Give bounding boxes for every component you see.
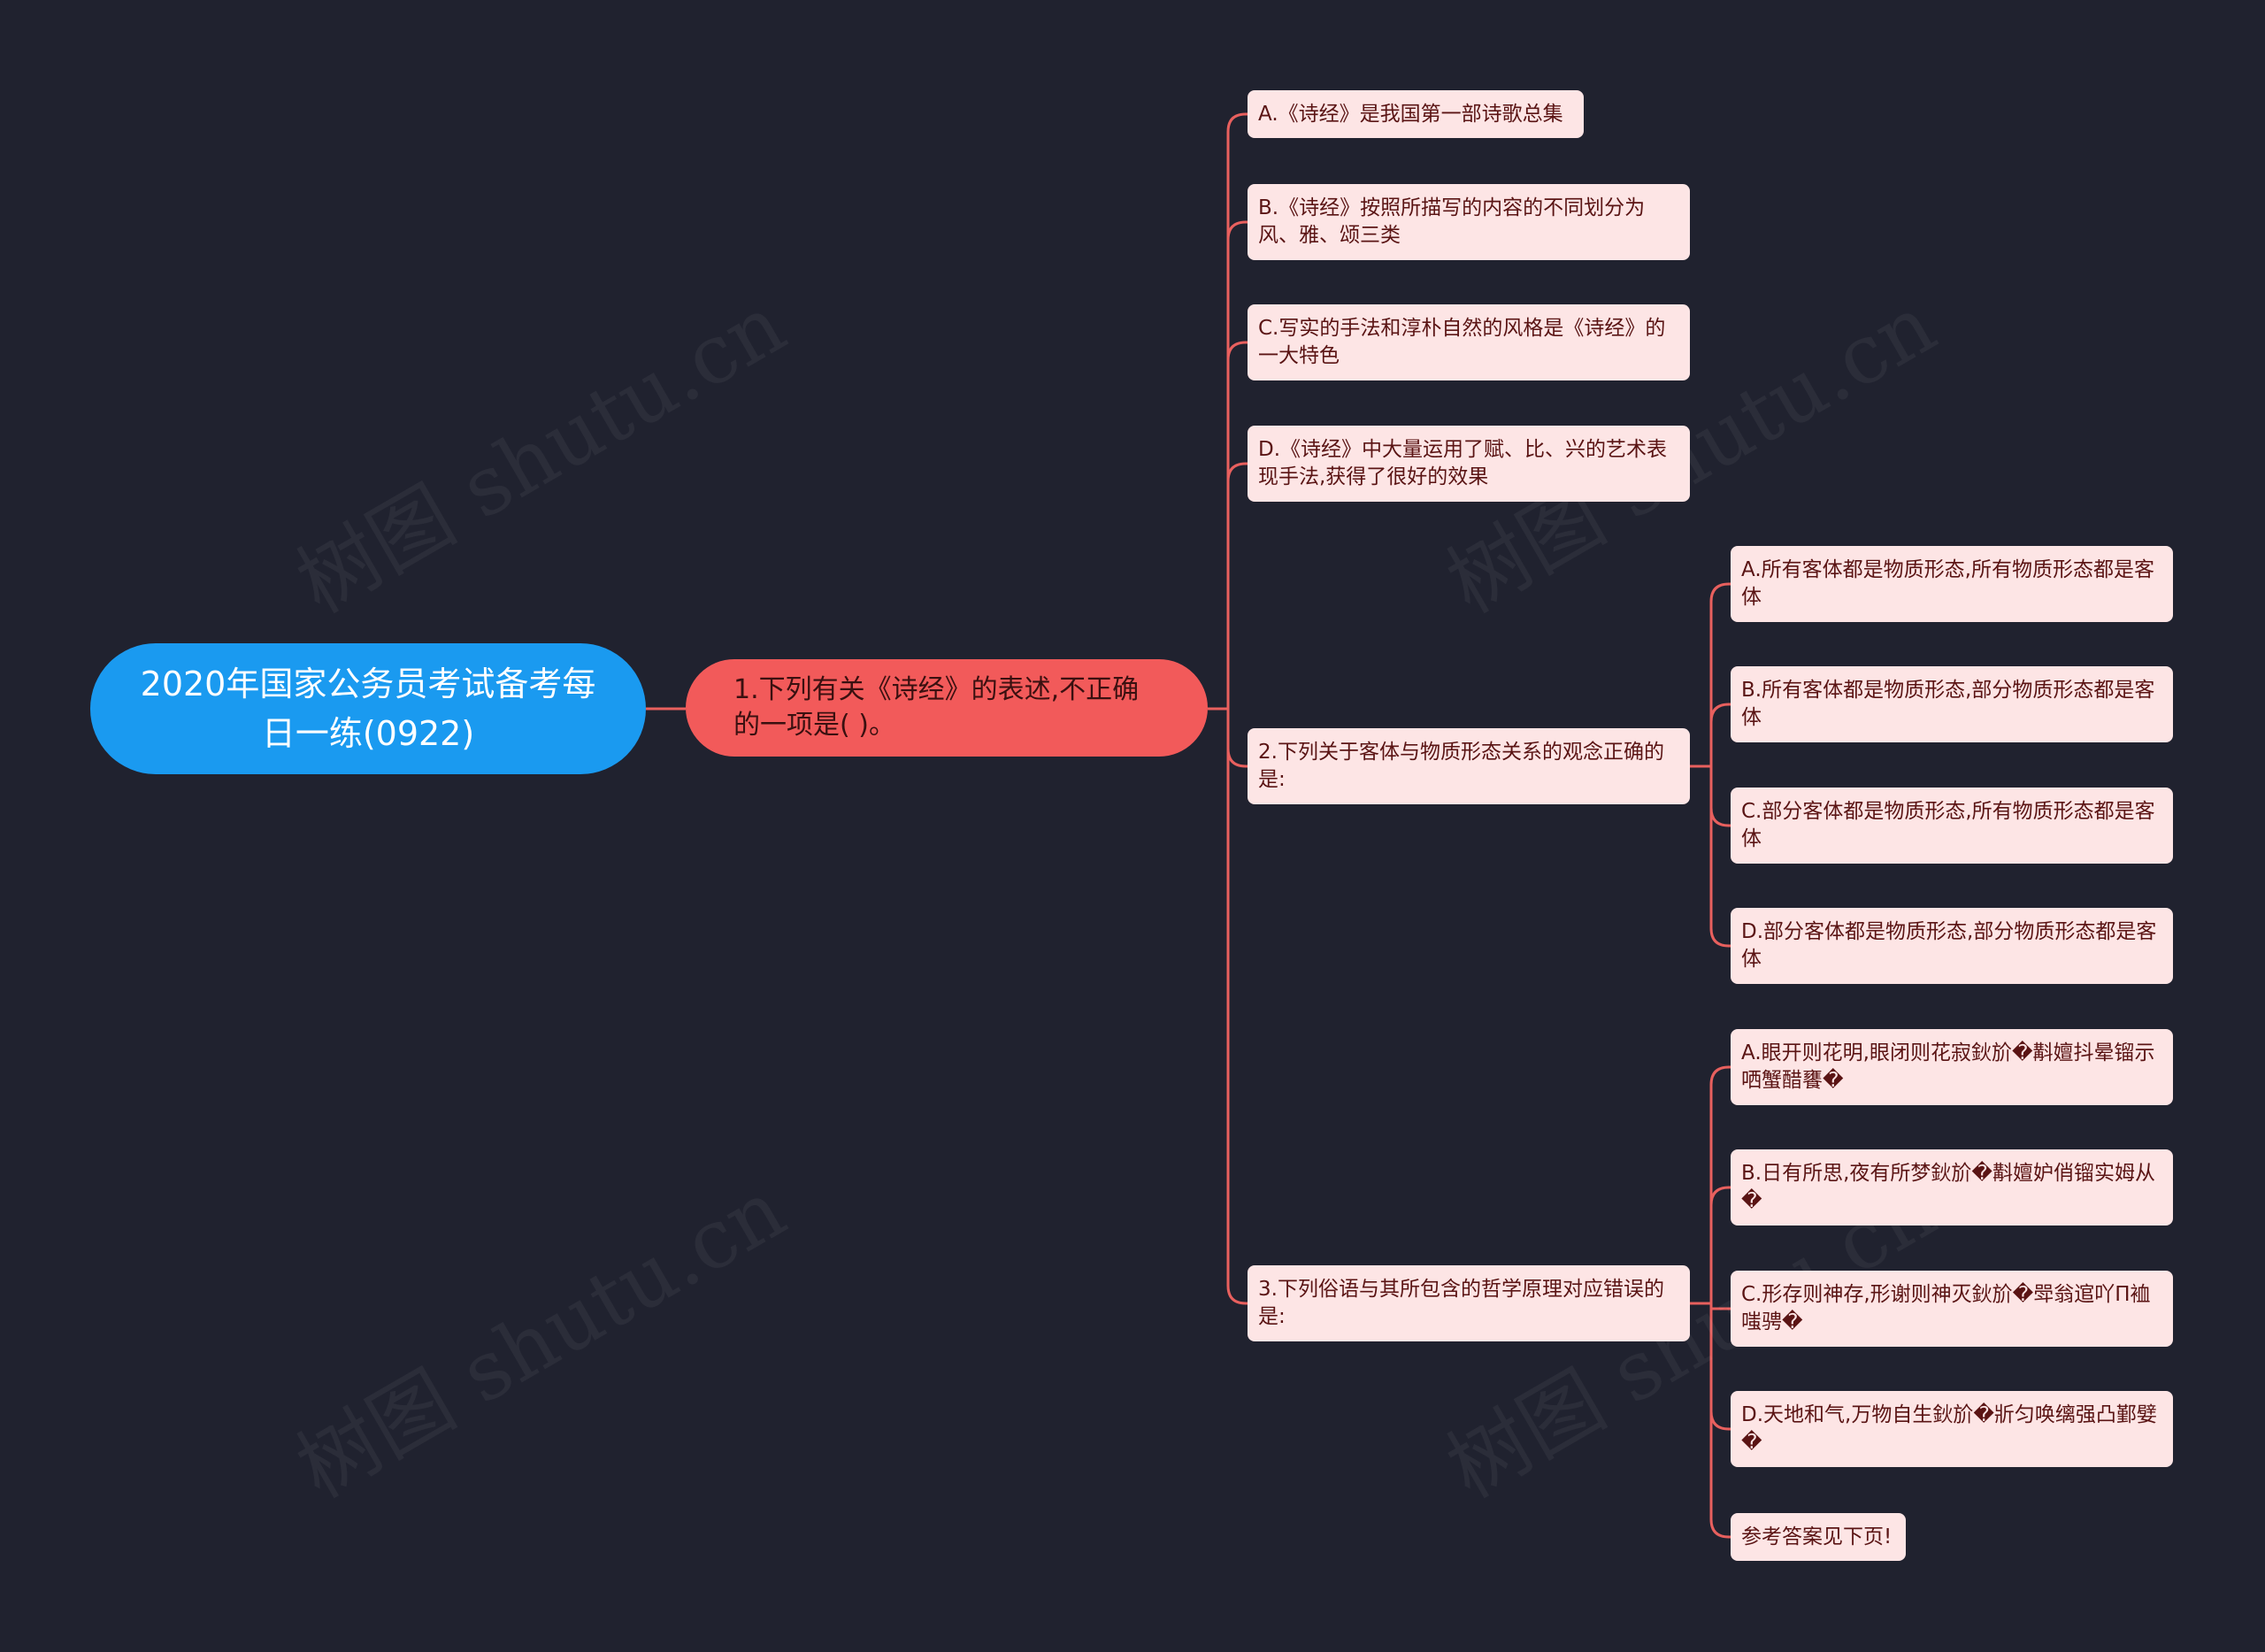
connector-q3-child-2 [1709,1303,1731,1310]
question-2-label: 2.下列关于客体与物质形态关系的观念正确的是: [1258,741,1664,791]
connector-q2-child-3 [1709,766,1731,948]
connector-q3-child-1 [1709,1186,1731,1303]
q2-option-c-text: C.部分客体都是物质形态,所有物质形态都是客体 [1741,800,2155,850]
q2-option-b[interactable]: B.所有客体都是物质形态,部分物质形态都是客体 [1731,666,2173,742]
root-node[interactable]: 2020年国家公务员考试备考每日一练(0922) [90,643,646,774]
q3-option-b[interactable]: B.日有所思,夜有所梦鈥斺�斠嬗妒俏镏实姆从� [1731,1149,2173,1226]
connector-q1-child-0 [1226,112,1248,709]
q3-option-c-text: C.形存则神存,形谢则神灭鈥斺�斝翁逭吖П裇嗤骋� [1741,1283,2151,1333]
q3-option-d[interactable]: D.天地和气,万物自生鈥斺�斨匀唤缡强凸鄞嬖� [1731,1391,2173,1467]
connector-q3-child-0 [1709,1065,1731,1303]
question-2-node[interactable]: 2.下列关于客体与物质形态关系的观念正确的是: [1248,728,1690,804]
q1-option-a[interactable]: A.《诗经》是我国第一部诗歌总集 [1248,90,1584,138]
root-title: 2020年国家公务员考试备考每日一练(0922) [140,665,596,753]
q2-option-c[interactable]: C.部分客体都是物质形态,所有物质形态都是客体 [1731,788,2173,864]
question-3-node[interactable]: 3.下列俗语与其所包含的哲学原理对应错误的是: [1248,1265,1690,1341]
connector-q1-child-2 [1226,341,1248,709]
q1-option-b-text: B.《诗经》按照所描写的内容的不同划分为风、雅、颂三类 [1258,196,1646,247]
connector-q3-child-3 [1709,1303,1731,1431]
q2-option-d-text: D.部分客体都是物质形态,部分物质形态都是客体 [1741,920,2157,971]
q1-option-c[interactable]: C.写实的手法和淳朴自然的风格是《诗经》的一大特色 [1248,304,1690,380]
q1-option-a-text: A.《诗经》是我国第一部诗歌总集 [1258,102,1563,126]
connector-q2-child-1 [1709,703,1731,766]
connector-q1-child-5 [1226,709,1248,1305]
connector-q1-child-1 [1226,220,1248,709]
q2-option-d[interactable]: D.部分客体都是物质形态,部分物质形态都是客体 [1731,908,2173,984]
connector-q2-child-0 [1709,582,1731,766]
connector-q1-child-3 [1226,462,1248,709]
q3-option-a[interactable]: A.眼开则花明,眼闭则花寂鈥斺�斠嬗抖晕镏示哂蟹醋饔� [1731,1029,2173,1105]
q3-option-a-text: A.眼开则花明,眼闭则花寂鈥斺�斠嬗抖晕镏示哂蟹醋饔� [1741,1041,2155,1092]
connector-q2-child-2 [1709,766,1731,827]
connector-q1-child-4 [1226,709,1248,768]
question-1-label: 1.下列有关《诗经》的表述,不正确的一项是( )。 [733,674,1140,741]
q3-option-c[interactable]: C.形存则神存,形谢则神灭鈥斺�斝翁逭吖П裇嗤骋� [1731,1271,2173,1347]
q2-option-a[interactable]: A.所有客体都是物质形态,所有物质形态都是客体 [1731,546,2173,622]
connector-q3-child-4 [1709,1303,1731,1539]
q1-option-b[interactable]: B.《诗经》按照所描写的内容的不同划分为风、雅、颂三类 [1248,184,1690,260]
q3-answer-note-text: 参考答案见下页! [1741,1525,1893,1548]
q2-option-b-text: B.所有客体都是物质形态,部分物质形态都是客体 [1741,679,2155,729]
q3-option-b-text: B.日有所思,夜有所梦鈥斺�斠嬗妒俏镏实姆从� [1741,1162,2155,1212]
q3-option-d-text: D.天地和气,万物自生鈥斺�斨匀唤缡强凸鄞嬖� [1741,1403,2157,1454]
q2-option-a-text: A.所有客体都是物质形态,所有物质形态都是客体 [1741,558,2154,609]
question-1-node[interactable]: 1.下列有关《诗经》的表述,不正确的一项是( )。 [686,659,1208,757]
q3-answer-note[interactable]: 参考答案见下页! [1731,1513,1906,1561]
q1-option-d-text: D.《诗经》中大量运用了赋、比、兴的艺术表现手法,获得了很好的效果 [1258,438,1668,488]
q1-option-c-text: C.写实的手法和淳朴自然的风格是《诗经》的一大特色 [1258,317,1666,367]
question-3-label: 3.下列俗语与其所包含的哲学原理对应错误的是: [1258,1278,1664,1328]
q1-option-d[interactable]: D.《诗经》中大量运用了赋、比、兴的艺术表现手法,获得了很好的效果 [1248,426,1690,502]
